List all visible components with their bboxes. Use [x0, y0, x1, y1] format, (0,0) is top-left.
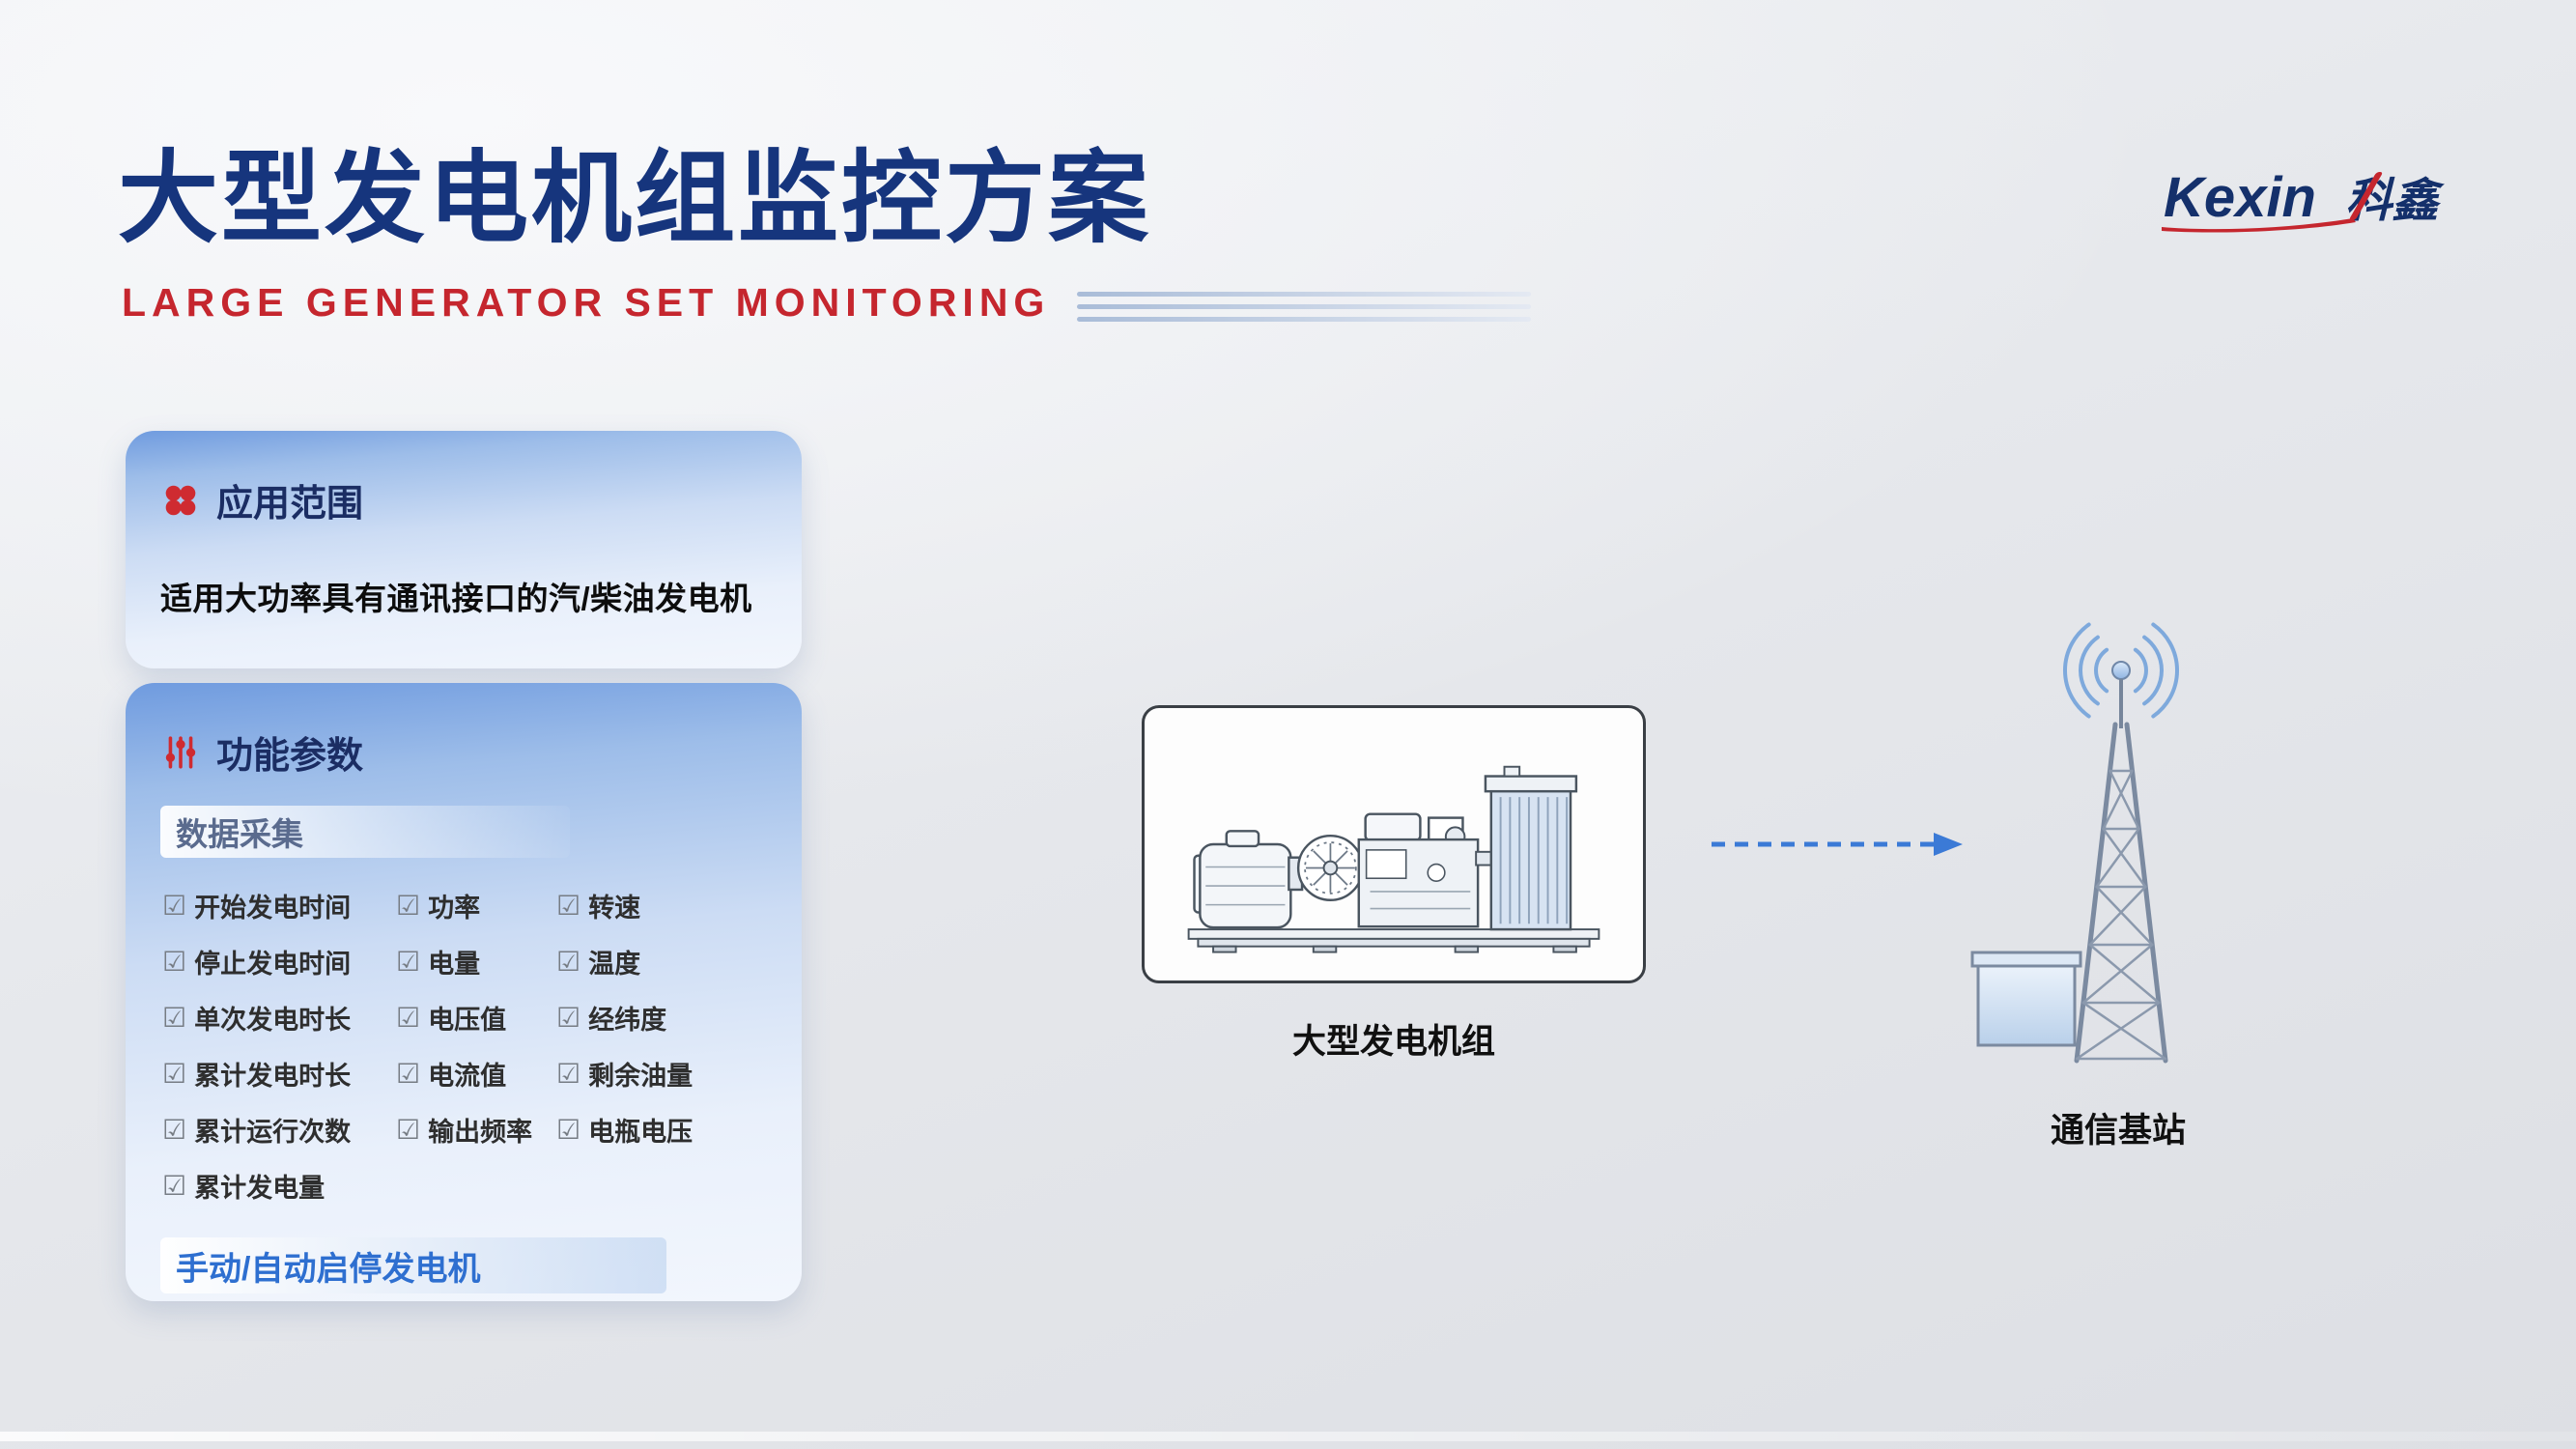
- generator-card: [1142, 705, 1646, 983]
- checklist-item-label: 累计发电量: [194, 1174, 326, 1203]
- checklist-item: ☑单次发电时长: [162, 999, 396, 1037]
- checklist-item: ☑剩余油量: [556, 1055, 802, 1093]
- checkbox-icon: ☑: [162, 1114, 187, 1145]
- data-collection-label: 数据采集: [160, 806, 570, 858]
- tower-illustration: [1970, 622, 2180, 1064]
- checklist-item-label: 累计发电时长: [194, 1062, 352, 1091]
- equipment-shelter: [1970, 951, 2082, 1047]
- checkbox-icon: ☑: [162, 946, 187, 977]
- application-scope-header: 应用范围: [126, 431, 802, 526]
- checkbox-icon: ☑: [396, 1114, 421, 1145]
- logo-brand: Kexin: [2164, 166, 2316, 229]
- checklist-item-label: 经纬度: [588, 1006, 667, 1035]
- checklist-item-label: 转速: [588, 894, 641, 923]
- flow-arrow: [1712, 833, 1963, 856]
- checklist-item: ☑电瓶电压: [556, 1111, 802, 1149]
- radiator: [1484, 765, 1578, 931]
- checkbox-icon: ☑: [162, 1170, 187, 1201]
- checklist-item: ☑电流值: [396, 1055, 556, 1093]
- checklist-item-label: 累计运行次数: [194, 1118, 352, 1147]
- manual-auto-label: 手动/自动启停发电机: [160, 1237, 666, 1293]
- checklist-item-label: 电压值: [428, 1006, 507, 1035]
- checkbox-icon: ☑: [556, 1058, 581, 1089]
- generator-label: 大型发电机组: [1291, 1023, 1495, 1061]
- function-parameters-heading: 功能参数: [216, 736, 364, 777]
- subtitle-decor-lines: [1077, 292, 1532, 322]
- checklist-item-label: 电量: [428, 950, 481, 979]
- checkbox-icon: ☑: [162, 1002, 187, 1033]
- function-parameters-panel: 功能参数 数据采集 ☑开始发电时间 ☑功率 ☑转速 ☑停止发电时间 ☑电量 ☑温…: [126, 683, 802, 1301]
- base-skid: [1187, 928, 1600, 953]
- checklist-item: ☑输出频率: [396, 1111, 556, 1149]
- checkbox-icon: ☑: [556, 1002, 581, 1033]
- application-scope-heading: 应用范围: [216, 484, 364, 525]
- checklist-item-label: 输出频率: [428, 1118, 533, 1147]
- checkbox-icon: ☑: [556, 1114, 581, 1145]
- page-subtitle-row: LARGE GENERATOR SET MONITORING: [122, 280, 1532, 326]
- checklist-item: ☑累计发电时长: [162, 1055, 396, 1093]
- checklist-item-label: 开始发电时间: [194, 894, 352, 923]
- checklist-item-label: 剩余油量: [588, 1062, 694, 1091]
- checkbox-icon: ☑: [162, 1058, 187, 1089]
- decor-line: [1077, 292, 1532, 297]
- data-collection-checklist: ☑开始发电时间 ☑功率 ☑转速 ☑停止发电时间 ☑电量 ☑温度 ☑单次发电时长 …: [162, 887, 802, 1205]
- function-parameters-header: 功能参数: [126, 683, 802, 779]
- station-label: 通信基站: [2050, 1112, 2186, 1150]
- logo-swoosh-icon: [2162, 218, 2356, 233]
- decor-line: [1077, 304, 1532, 309]
- flower-icon: [165, 485, 196, 515]
- application-scope-body: 适用大功率具有通讯接口的汽/柴油发电机: [160, 581, 752, 616]
- checklist-item: ☑功率: [396, 887, 556, 924]
- checklist-item-label: 电流值: [428, 1062, 507, 1091]
- company-logo: Kexin 科鑫: [2162, 162, 2550, 249]
- checklist-item-label: 电瓶电压: [588, 1118, 694, 1147]
- checkbox-icon: ☑: [396, 1058, 421, 1089]
- page-title: 大型发电机组监控方案: [118, 143, 1152, 255]
- fan-guard: [1296, 834, 1364, 901]
- checkbox-icon: ☑: [556, 890, 581, 921]
- checklist-item: ☑开始发电时间: [162, 887, 396, 924]
- checklist-item: ☑经纬度: [556, 999, 802, 1037]
- page-subtitle: LARGE GENERATOR SET MONITORING: [122, 280, 1051, 325]
- checklist-item-label: 停止发电时间: [194, 950, 352, 979]
- checklist-item: ☑停止发电时间: [162, 943, 396, 980]
- checkbox-icon: ☑: [396, 946, 421, 977]
- checkbox-icon: ☑: [396, 1002, 421, 1033]
- checklist-item: ☑温度: [556, 943, 802, 980]
- checklist-item-label: 温度: [588, 950, 641, 979]
- application-scope-panel: 应用范围 适用大功率具有通讯接口的汽/柴油发电机: [126, 431, 802, 668]
- checklist-item-label: 单次发电时长: [194, 1006, 352, 1035]
- checklist-item: ☑电压值: [396, 999, 556, 1037]
- alternator: [1193, 830, 1304, 929]
- checkbox-icon: ☑: [162, 890, 187, 921]
- checkbox-icon: ☑: [396, 890, 421, 921]
- checkbox-icon: ☑: [556, 946, 581, 977]
- antenna-ball: [2111, 661, 2131, 728]
- engine-block: [1357, 812, 1494, 928]
- signal-waves-icon: [2062, 622, 2180, 719]
- decor-line: [1077, 317, 1532, 322]
- checklist-item: ☑累计发电量: [162, 1167, 396, 1205]
- sliders-icon: [165, 735, 196, 769]
- checklist-item: ☑转速: [556, 887, 802, 924]
- bottom-highlight: [0, 1432, 2576, 1441]
- checklist-item: ☑电量: [396, 943, 556, 980]
- checklist-item: ☑累计运行次数: [162, 1111, 396, 1149]
- generator-illustration: [1187, 765, 1600, 953]
- tower-mast: [2074, 722, 2168, 1064]
- checklist-item-label: 功率: [428, 894, 481, 923]
